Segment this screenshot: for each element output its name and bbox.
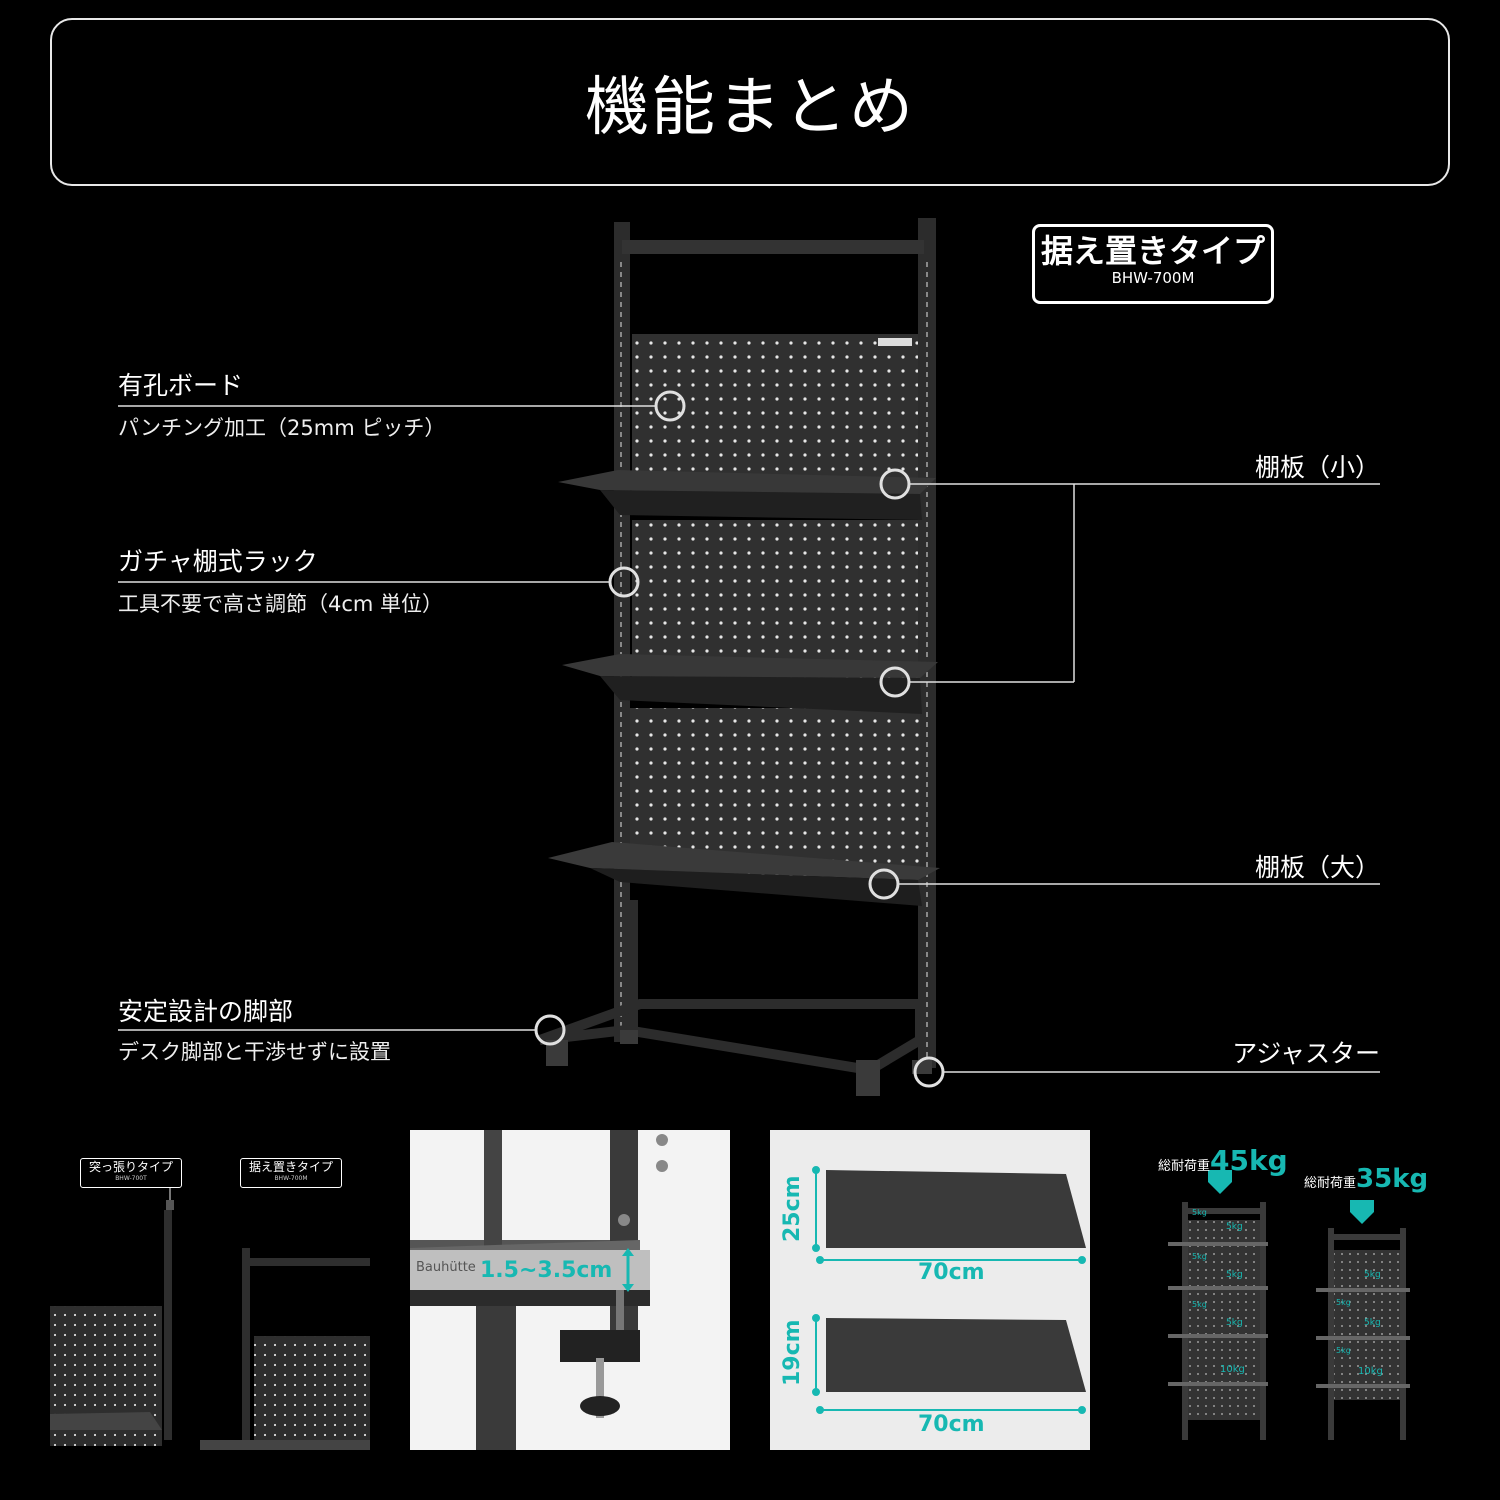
- left-shelf-load: 5kg: [1192, 1208, 1207, 1217]
- right-shelf-loads: 5kg 5kg 5kg 5kg 10kg: [1334, 1254, 1398, 1404]
- tag-tension-label: 突っ張りタイプ: [88, 1160, 173, 1174]
- adjuster-label: アジャスター: [1232, 1039, 1380, 1068]
- left-shelf-load: 5kg: [1226, 1222, 1243, 1232]
- tag-tension-model: BHW-700T: [115, 1175, 147, 1182]
- shelf-small-1: [558, 470, 936, 494]
- legs-label: 安定設計の脚部: [118, 997, 294, 1026]
- rack-label: ガチャ棚式ラック: [118, 547, 318, 576]
- left-shelf-loads: 5kg 5kg 5kg 5kg 5kg 5kg 10kg: [1192, 1208, 1256, 1408]
- clamp-range: 1.5~3.5cm: [480, 1258, 613, 1283]
- left-load-value: 45kg: [1210, 1144, 1288, 1177]
- top-bar: [622, 240, 924, 254]
- desk-top: [410, 1250, 650, 1290]
- shelf2-depth: 19cm: [780, 1319, 805, 1386]
- tag-tension: 突っ張りタイプ BHW-700T: [80, 1158, 182, 1188]
- page-title: 機能まとめ: [585, 71, 915, 145]
- shelf1-width: 70cm: [918, 1260, 985, 1285]
- thumb-load-capacity: 総耐荷重45kg 総耐荷重35kg 5kg 5kg 5kg 5kg 5kg 5k…: [1130, 1130, 1450, 1450]
- right-shelf-load: 10kg: [1358, 1366, 1383, 1377]
- shelf2-width: 70cm: [918, 1412, 985, 1437]
- thumb-clamp: Bauhütte 1.5~3.5cm: [410, 1130, 730, 1450]
- left-load-block: 総耐荷重45kg: [1158, 1144, 1288, 1177]
- type-badge: 据え置きタイプ BHW-700M: [1032, 224, 1274, 304]
- type-badge-title: 据え置きタイプ: [1040, 232, 1265, 270]
- right-shelf-load: 5kg: [1336, 1298, 1351, 1307]
- type-badge-model: BHW-700M: [1111, 269, 1195, 287]
- thumb-shelf-sizes: 25cm 70cm 19cm 70cm: [770, 1130, 1090, 1450]
- pegboard-desc: パンチング加工（25mm ピッチ）: [118, 416, 446, 440]
- front-right-foot: [856, 1060, 880, 1096]
- shelf-small-label: 棚板（小）: [1254, 453, 1380, 482]
- pegboard-label: 有孔ボード: [118, 371, 244, 400]
- left-shelf-load: 5kg: [1192, 1252, 1207, 1261]
- right-shelf-load: 5kg: [1336, 1346, 1351, 1355]
- shelf1-depth: 25cm: [780, 1175, 805, 1242]
- right-shelf-load: 5kg: [1364, 1270, 1381, 1280]
- left-shelf-load: 10kg: [1220, 1364, 1245, 1375]
- left-load-label: 総耐荷重: [1158, 1159, 1211, 1174]
- right-shelf-load: 5kg: [1364, 1318, 1381, 1328]
- thumb-types: 突っ張りタイプ BHW-700T 据え置きタイプ BHW-700M: [50, 1130, 370, 1450]
- rack-desc: 工具不要で高さ調節（4cm 単位）: [118, 592, 444, 616]
- main-product-illustration: [118, 218, 1380, 1096]
- right-load-label: 総耐荷重: [1304, 1176, 1357, 1191]
- legs-desc: デスク脚部と干渉せずに設置: [118, 1040, 391, 1064]
- clamp-brand: Bauhütte: [416, 1260, 476, 1275]
- title-box: 機能まとめ: [50, 18, 1450, 186]
- shelf-large: [548, 842, 940, 880]
- left-shelf-load: 5kg: [1226, 1270, 1243, 1280]
- right-load-value: 35kg: [1356, 1164, 1429, 1194]
- right-load-block: 総耐荷重35kg: [1304, 1164, 1428, 1194]
- tag-standing-label: 据え置きタイプ: [248, 1160, 333, 1174]
- shelf-large-label: 棚板（大）: [1254, 853, 1380, 882]
- tag-standing: 据え置きタイプ BHW-700M: [240, 1158, 342, 1188]
- left-shelf-load: 5kg: [1192, 1300, 1207, 1309]
- tag-standing-model: BHW-700M: [274, 1175, 308, 1182]
- front-left-foot: [546, 1040, 568, 1066]
- left-shelf-load: 5kg: [1226, 1318, 1243, 1328]
- shelf-small-2: [562, 654, 938, 678]
